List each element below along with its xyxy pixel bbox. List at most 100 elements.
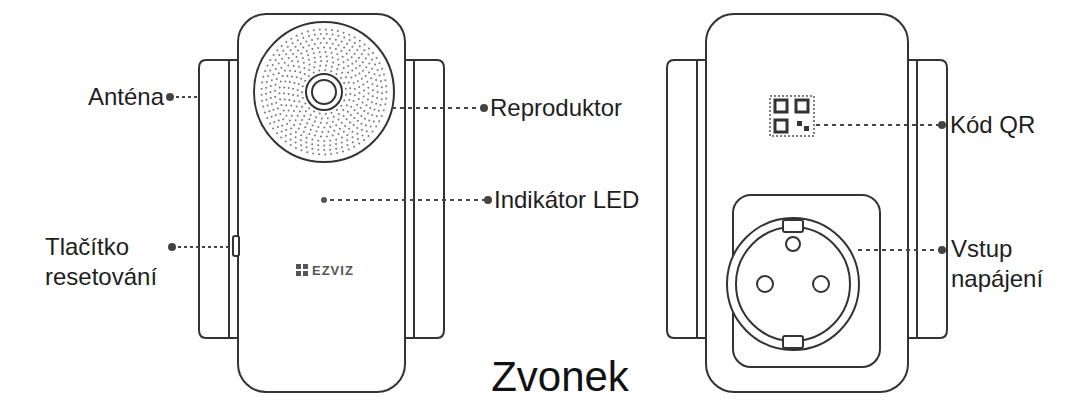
speaker-hole: [284, 70, 286, 72]
speaker-hole: [372, 52, 374, 54]
speaker-hole: [343, 46, 345, 48]
speaker-hole: [316, 130, 318, 132]
speaker-hole: [272, 128, 274, 130]
speaker-hole: [274, 96, 276, 98]
antenna-left: [667, 60, 706, 338]
speaker-hole: [365, 58, 367, 60]
speaker-hole: [341, 137, 343, 139]
speaker-hole: [266, 117, 268, 119]
speaker-hole: [337, 59, 339, 61]
speaker-hole: [287, 46, 289, 48]
speaker-hole: [297, 115, 299, 117]
speaker-hole: [308, 118, 310, 120]
speaker-hole: [332, 135, 334, 137]
speaker-hole: [349, 87, 351, 89]
speaker-hole: [342, 56, 344, 58]
speaker-hole: [375, 79, 377, 81]
speaker-hole: [343, 131, 345, 133]
speaker-hole: [314, 34, 316, 36]
speaker-hole: [355, 67, 357, 69]
speaker-hole: [358, 57, 360, 59]
speaker-hole: [346, 118, 348, 120]
speaker-hole: [351, 63, 353, 65]
speaker-hole: [347, 111, 349, 113]
speaker-hole: [324, 154, 326, 156]
speaker-hole: [306, 137, 308, 139]
speaker-hole: [355, 75, 357, 77]
antenna-right: [908, 60, 947, 338]
speaker-hole: [317, 144, 319, 146]
speaker-hole: [310, 129, 312, 131]
speaker-hole: [357, 138, 359, 140]
speaker-hole: [305, 41, 307, 43]
speaker-hole: [278, 54, 280, 56]
speaker-hole: [363, 110, 365, 112]
speaker-hole: [359, 40, 361, 42]
speaker-hole: [384, 103, 386, 105]
speaker-hole: [306, 122, 308, 124]
speaker-hole: [295, 131, 297, 133]
speaker-hole: [368, 72, 370, 74]
speaker-hole: [331, 112, 333, 114]
speaker-hole: [300, 43, 302, 45]
speaker-hole: [345, 76, 347, 78]
speaker-hole: [280, 81, 282, 83]
speaker-hole: [323, 127, 325, 129]
speaker-hole: [264, 111, 266, 113]
speaker-hole: [279, 98, 281, 100]
speaker-hole: [342, 151, 344, 153]
speaker-hole: [376, 85, 378, 87]
speaker-hole: [279, 113, 281, 115]
speaker-hole: [295, 46, 297, 48]
speaker-hole: [286, 123, 288, 125]
speaker-hole: [378, 120, 380, 122]
speaker-hole: [267, 75, 269, 77]
speaker-hole: [351, 56, 353, 58]
speaker-hole: [299, 111, 301, 113]
speaker-hole: [346, 139, 348, 141]
speaker-hole: [310, 114, 312, 116]
earth-clip: [783, 336, 803, 348]
speaker-hole: [289, 120, 291, 122]
speaker-hole: [354, 37, 356, 39]
speaker-hole: [273, 54, 275, 56]
speaker-hole: [297, 39, 299, 41]
speaker-hole: [285, 53, 287, 55]
speaker-hole: [332, 61, 334, 63]
speaker-hole: [357, 120, 359, 122]
leader-dot: [485, 197, 491, 203]
speaker-hole: [358, 86, 360, 88]
speaker-hole: [354, 88, 356, 90]
speaker-hole: [351, 70, 353, 72]
speaker-hole: [332, 43, 334, 45]
speaker-hole: [351, 46, 353, 48]
speaker-hole: [326, 56, 328, 58]
leader-dot: [167, 94, 173, 100]
speaker-hole: [325, 29, 327, 31]
speaker-hole: [329, 140, 331, 142]
speaker-hole: [273, 121, 275, 123]
speaker-hole: [338, 113, 340, 115]
speaker-hole: [271, 79, 273, 81]
speaker-hole: [341, 142, 343, 144]
speaker-hole: [324, 69, 326, 71]
speaker-hole: [360, 123, 362, 125]
speaker-hole: [323, 47, 325, 49]
speaker-hole: [319, 51, 321, 53]
speaker-hole: [267, 64, 269, 66]
speaker-hole: [346, 104, 348, 106]
speaker-hole: [300, 78, 302, 80]
speaker-hole: [361, 78, 363, 80]
speaker-hole: [302, 57, 304, 59]
speaker-hole: [261, 94, 263, 96]
speaker-hole: [313, 72, 315, 74]
device-body: [706, 14, 908, 392]
speaker-hole: [262, 106, 264, 108]
speaker-hole: [279, 86, 281, 88]
speaker-hole: [320, 135, 322, 137]
speaker-hole: [348, 148, 350, 150]
speaker-hole: [336, 73, 338, 75]
speaker-hole: [367, 87, 369, 89]
speaker-hole: [297, 89, 299, 91]
speaker-hole: [363, 49, 365, 51]
